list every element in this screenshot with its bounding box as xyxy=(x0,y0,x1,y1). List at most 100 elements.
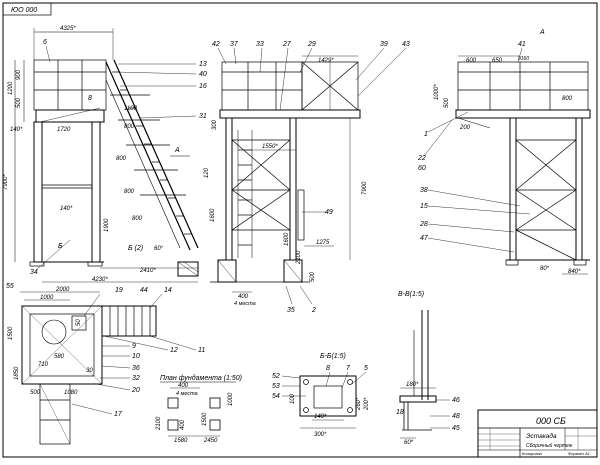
callout-side-31: 31 xyxy=(199,113,207,120)
dim-side-2410: 2410* xyxy=(139,268,156,274)
callout-vv-18: 18 xyxy=(396,409,404,416)
dim-plan-1850: 1850 xyxy=(14,366,20,380)
dim-side-7900: 7900* xyxy=(3,174,9,190)
cut-mark-b: Б xyxy=(58,243,63,250)
dim-found-1500: 1500 xyxy=(202,412,208,426)
dim-side-4230: 4230* xyxy=(92,277,108,283)
section-bb-title: Б-Б(1:5) xyxy=(320,353,346,360)
callout-plan-10: 10 xyxy=(132,353,140,360)
dim-plan-1000: 1000 xyxy=(40,295,54,301)
dim-plan-2000: 2000 xyxy=(55,287,70,293)
dim-a-800: 800 xyxy=(562,96,573,102)
callout-front-2: 2 xyxy=(311,307,316,314)
dim-a-500: 500 xyxy=(444,97,450,108)
callout-front-49: 49 xyxy=(325,209,333,216)
dim-side-1900: 1900 xyxy=(104,218,110,232)
dim-side-800b: 800 xyxy=(116,156,127,162)
callout-bb-54: 54 xyxy=(272,393,280,400)
cut-mark-a: А xyxy=(174,147,180,154)
callout-bb-52: 52 xyxy=(272,373,280,380)
callout-bb-7: 7 xyxy=(346,365,351,372)
dim-front-400: 400 xyxy=(238,294,249,300)
title-block: 000 СБ Эстакада Сборочный чертеж Копиров… xyxy=(477,409,598,458)
front-view: 1429* 1550* 7900 1275 1600 1600 300 120 … xyxy=(204,41,410,314)
dim-front-1600b: 1600 xyxy=(284,232,290,246)
callout-vv-46: 46 xyxy=(452,397,460,404)
dim-vv-180: 180* xyxy=(406,382,419,388)
dim-front-2100: 2100 xyxy=(296,250,302,265)
dim-plan-580: 580 xyxy=(54,354,65,360)
callout-plan-55: 55 xyxy=(6,283,14,290)
callout-plan-32: 32 xyxy=(132,375,140,382)
callout-front-35: 35 xyxy=(287,307,295,314)
title-designation: 000 СБ xyxy=(536,416,566,426)
callout-plan-17: 17 xyxy=(114,411,123,418)
dim-a-600: 600 xyxy=(466,58,477,64)
dim-plan-710: 710 xyxy=(38,362,49,368)
dim-found-1000: 1000 xyxy=(228,392,234,406)
section-bb: Б-Б(1:5) 140* 300* 260* 200* 100 52 53 5… xyxy=(272,353,370,438)
dim-bb-260: 260* xyxy=(356,397,362,411)
sheet-frame xyxy=(2,2,598,458)
dim-top-width: 4325* xyxy=(60,26,76,32)
section-vv: В-В(1:5) 180* 60* 46 48 45 18 xyxy=(396,291,460,446)
side-view: 4325* xyxy=(3,26,207,283)
callout-front-29: 29 xyxy=(307,41,316,48)
dim-a-200: 200 xyxy=(459,125,471,131)
title-format: Формат А1 xyxy=(568,451,590,456)
dim-vv-60: 60* xyxy=(404,440,414,446)
dim-front-1600: 1600 xyxy=(210,208,216,222)
callout-side-34: 34 xyxy=(30,269,38,276)
callout-plan-36: 36 xyxy=(132,365,140,372)
dim-bb-300: 300* xyxy=(314,432,327,438)
callout-side-16: 16 xyxy=(199,83,207,90)
dim-plan-500: 500 xyxy=(30,390,41,396)
dim-plan-1080: 1080 xyxy=(64,390,78,396)
dim-front-1550: 1550* xyxy=(262,144,278,150)
dim-side-140: 140* xyxy=(10,127,23,133)
callout-plan-12: 12 xyxy=(170,347,178,354)
dim-front-4mest: 4 места xyxy=(234,301,256,307)
callout-vv-45: 45 xyxy=(452,425,460,432)
title-name: Эстакада xyxy=(526,432,557,440)
title-copied: Копировал xyxy=(522,451,543,456)
dim-front-1275: 1275 xyxy=(316,240,330,246)
dim-side-800c: 800 xyxy=(124,189,135,195)
dim-bb-200: 200* xyxy=(364,397,370,411)
callout-front-33: 33 xyxy=(256,41,264,48)
callout-side-6: 6 xyxy=(43,39,47,46)
dim-found-2450: 2450 xyxy=(203,438,218,444)
dim-side-140b: 140* xyxy=(60,206,73,212)
callout-side-13: 13 xyxy=(199,61,207,68)
dim-side-1100: 1100 xyxy=(124,106,138,112)
callout-a-22: 22 xyxy=(417,155,426,162)
callout-a-38: 38 xyxy=(420,187,428,194)
callout-front-43: 43 xyxy=(402,41,410,48)
callout-front-37: 37 xyxy=(230,41,239,48)
dim-plan-1500: 1500 xyxy=(8,326,14,340)
callout-bb-8: 8 xyxy=(326,365,330,372)
callout-a-47: 47 xyxy=(420,235,429,242)
dim-found-400b: 400 xyxy=(180,419,186,430)
dim-front-1429: 1429* xyxy=(318,58,334,64)
callout-front-42: 42 xyxy=(212,41,220,48)
stamp-code: ЮО 000 xyxy=(11,7,37,14)
dim-front-300: 300 xyxy=(212,119,218,130)
dim-front-120: 120 xyxy=(204,167,210,178)
foundation-title: План фундамента (1:50) xyxy=(160,374,242,382)
section-vv-title: В-В(1:5) xyxy=(398,291,424,298)
dim-a-80: 80* xyxy=(540,266,550,272)
callout-plan-19: 19 xyxy=(115,287,123,294)
callout-a-15: 15 xyxy=(420,203,428,210)
dim-front-500: 500 xyxy=(310,271,316,282)
callout-front-39: 39 xyxy=(380,41,388,48)
dim-a-840: 840* xyxy=(568,269,581,275)
dim-plan-50: 50 xyxy=(76,319,82,326)
cut-mark-b2: Б (2) xyxy=(128,245,143,252)
dim-bb-100: 100 xyxy=(290,393,296,404)
dim-side-800a: 800 xyxy=(124,124,135,130)
callout-side-40: 40 xyxy=(199,71,207,78)
dim-a-1000: 1000* xyxy=(434,84,440,100)
